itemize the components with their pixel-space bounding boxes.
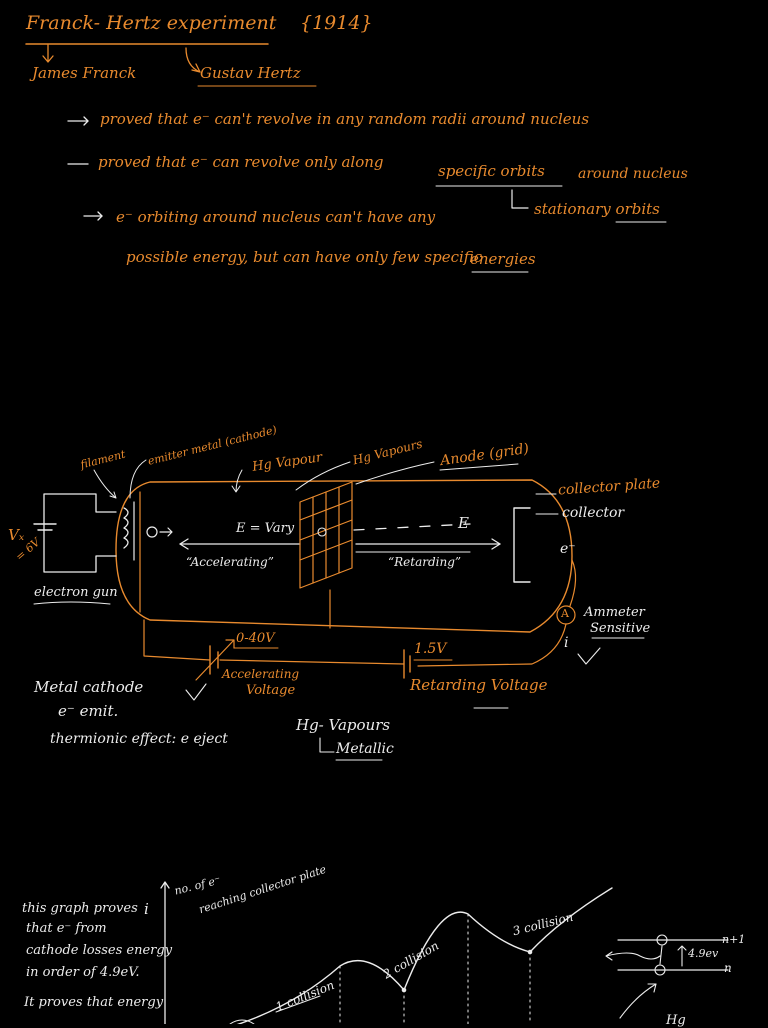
grid-electron (317, 527, 327, 537)
level-electron-top (656, 934, 668, 946)
gun-circuit (43, 493, 117, 573)
bullet-arrow-1 (83, 116, 89, 126)
label-ret-value: 1.5V (414, 641, 447, 657)
label-acc-1: Accelerating (222, 667, 300, 681)
collector-wire (569, 559, 577, 607)
label-accelerating: “Accelerating” (186, 555, 274, 569)
point-2-rest: around nucleus (578, 166, 688, 182)
graph-y-axis (160, 881, 170, 1024)
filament-coil (123, 507, 129, 549)
level-electron-bottom (654, 964, 666, 976)
label-field-e: E (458, 514, 469, 532)
page-title: Franck- Hertz experiment (26, 12, 277, 34)
ammeter-symbol: A (561, 607, 569, 620)
point-3-energies: energies (470, 250, 536, 268)
label-ret: Retarding Voltage (410, 676, 548, 694)
stationary-hook (511, 189, 529, 209)
level-hg: Hg (666, 1013, 686, 1028)
emitter-pointer (129, 459, 147, 499)
label-sensitive: Sensitive (590, 621, 651, 636)
label-ammeter: Ammeter (584, 605, 645, 620)
point-2-specific: specific orbits (438, 162, 545, 180)
dip-2 (527, 949, 533, 955)
ammeter-wire (417, 623, 567, 667)
hg-hook (319, 737, 335, 753)
label-current: i (564, 635, 569, 651)
bottom-left-circle (229, 1019, 255, 1024)
tube-outline (115, 479, 573, 633)
point-3: e⁻ orbiting around nucleus can't have an… (116, 208, 436, 226)
label-electron-out: e⁻ (560, 541, 576, 557)
label-collector: collector (562, 505, 625, 521)
collision-1-underline (275, 995, 321, 1013)
note-thermionic: thermionic effect: e eject (50, 731, 228, 747)
tick-2 (185, 683, 207, 701)
title-arrow-right (185, 47, 201, 73)
point-1: proved that e⁻ can't revolve in any rand… (100, 110, 590, 128)
note-emit: e⁻ emit. (58, 702, 119, 720)
hg2-pointer (295, 461, 351, 491)
note-hg: Hg- Vapours (296, 716, 391, 734)
graph-desc-2: that e⁻ from (26, 921, 107, 936)
point-3-line2: possible energy, but can have only few s… (126, 248, 483, 266)
anode-underline (439, 463, 519, 471)
note-metal-cathode: Metal cathode (34, 678, 144, 696)
scientist-gustav: Gustav Hertz (200, 64, 301, 82)
collector-plate (513, 507, 531, 583)
label-electron-gun: electron gun (34, 585, 118, 600)
graph-desc-5: It proves that energy (24, 995, 164, 1010)
label-field: E = Vary (236, 521, 295, 536)
label-acc-value: 0-40V (236, 631, 275, 646)
year-label: {1914} (300, 12, 373, 34)
scientist-james: James Franck (32, 64, 137, 82)
left-wire (143, 619, 211, 661)
electron-gun-underline (33, 601, 111, 605)
graph-dotted-lines (339, 913, 531, 1024)
graph-curve (236, 887, 613, 1024)
anode-grid (299, 481, 353, 589)
dashed-electron-path (353, 523, 471, 531)
variable-arrow (195, 639, 235, 681)
retarding-arrowhead (491, 538, 501, 550)
level-label-bottom: n (724, 961, 732, 975)
title-arrow-left (42, 44, 54, 63)
graph-desc-1: this graph proves (22, 901, 138, 916)
anode-pointer (355, 461, 435, 485)
filament-pointer (93, 469, 117, 499)
point-2: proved that e⁻ can revolve only along (98, 153, 384, 171)
tick-1 (577, 647, 601, 665)
level-incoming (605, 951, 661, 961)
graph-axis-i: i (144, 900, 149, 918)
level-label-top: n+1 (722, 933, 746, 946)
label-acc-2: Voltage (246, 683, 296, 698)
graph-desc-3: cathode losses energy (26, 943, 173, 958)
graph-desc-4: in order of 4.9eV. (26, 965, 140, 980)
level-lower-arrow (619, 983, 657, 1019)
mid-wire (219, 659, 405, 665)
point-2-sub: stationary orbits (534, 200, 660, 218)
label-vf: Vₓ (8, 526, 25, 544)
emitted-electron (146, 526, 158, 538)
emitted-electron-arrow (159, 527, 173, 537)
accelerating-arrowhead (179, 538, 189, 550)
level-transition (659, 945, 687, 967)
dip-1 (401, 987, 407, 993)
level-gap: 4.9ev (688, 947, 719, 960)
bullet-arrow-3 (97, 211, 103, 221)
hg-pointer (231, 469, 243, 493)
label-retarding: “Retarding” (388, 555, 462, 569)
note-metallic: Metallic (336, 741, 394, 757)
